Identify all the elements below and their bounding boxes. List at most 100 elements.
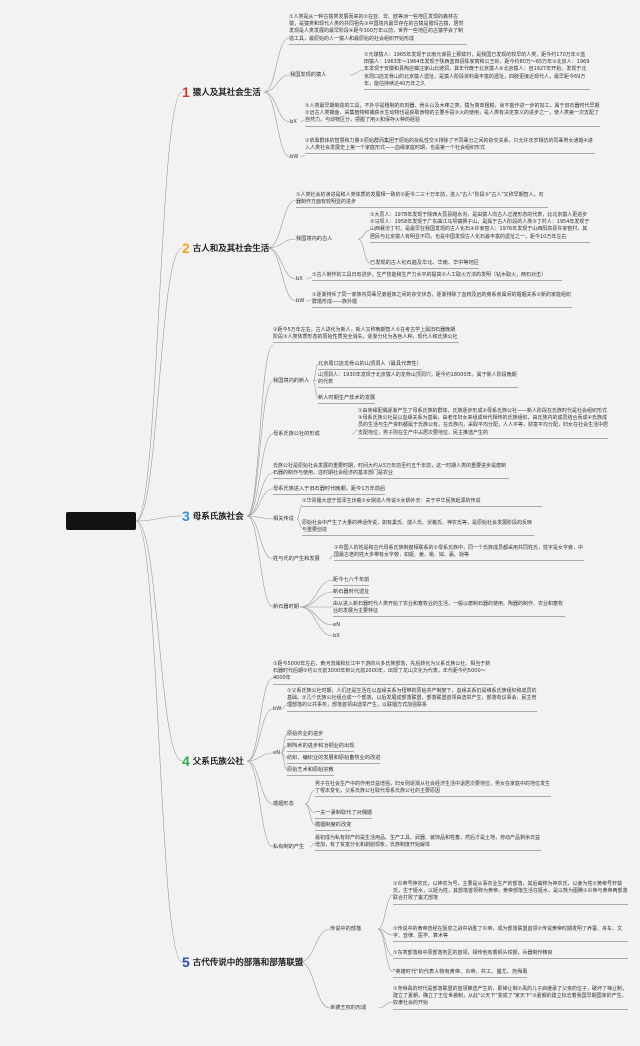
section-3-branch-6 — [246, 515, 274, 520]
section-5-number: 5 — [182, 954, 190, 970]
root-branch-2 — [135, 247, 183, 522]
section-3-node[interactable]: 3 母系氏族社会 — [182, 508, 244, 524]
section-3-new-item-3: 新人时期生产技术的发展 — [318, 395, 376, 404]
root-branch-4 — [135, 520, 183, 762]
section-4-en-item-3: 纺织、编织业的发展和原始畜牧业的改进 — [287, 755, 381, 764]
section-4-number: 4 — [182, 753, 190, 769]
section-2-bx-text: ①古人制作的工具日有进步，生产技能和生产力水平的提高②人工取火方法的发明（钻木取… — [312, 272, 562, 282]
section-3-form-label: 母系氏族公社的形成 — [273, 431, 320, 437]
section-1-bw-text: ①依靠群体的智慧和力量②原始群而集团于原始的杂乱性交③排除了不同辈分之间的杂交关… — [305, 138, 595, 155]
sub-branch-14-1 — [304, 789, 316, 805]
section-2-title: 古人和及其社会生活 — [192, 244, 270, 254]
sub-branch-14-3 — [304, 803, 316, 826]
section-2-bw-label: bW — [296, 298, 305, 304]
section-4-en-item-1: 原始农业的进步 — [287, 731, 324, 740]
section-3-new-label: 我国境内的新人 — [273, 378, 310, 384]
mind-map-root[interactable] — [66, 512, 136, 530]
section-4-private-text: 最初成为私有财产的是生活用品、生产工具、武器、装饰品和牲畜，然后才是土地，劳动产… — [315, 835, 541, 852]
section-4-en-item-2: 制陶术的进步和冶铜业的出现 — [287, 743, 355, 752]
sub-branch-11-4 — [299, 606, 334, 626]
root-branch-3 — [135, 515, 183, 522]
root-branch-1 — [135, 91, 183, 522]
section-2-found-label: 我国境内的古人 — [296, 236, 333, 242]
section-1-number: 1 — [182, 84, 190, 100]
section-3-branch-5 — [246, 488, 274, 517]
section-5-title: 古代传说中的部落和部落联盟 — [192, 958, 304, 968]
section-1-bw-label: bW — [290, 154, 299, 160]
section-4-branch-3 — [246, 752, 274, 762]
section-2-intro: ①人类社会的演进是和人类体质的发展相一致的②距今二三十万年前，进入"古人"阶段③… — [296, 192, 548, 209]
section-5-legend-item-4: "英雄时代"的代表人物有黄帝、炎帝、共工、蚩尤、尧舜禹 — [393, 969, 528, 978]
section-2-found-text2: 已发现的古人化石遍及华北、华南、华中等地区 — [370, 260, 479, 269]
sub-branch-16-2 — [377, 928, 394, 936]
root-branch-5 — [135, 520, 183, 963]
section-5-legend-item-1: ①炎帝号神农氏，以神农为号，主要是从事农业生产的部落，其后裔称为神农氏，以姜为姓… — [393, 881, 628, 905]
section-5-ab-label: 世袭王权的形成 — [330, 1005, 367, 1011]
section-4-private-label: 私有制的产生 — [273, 844, 305, 850]
section-4-marriage-item-3: 婚姻制度的改变 — [315, 822, 352, 831]
section-3-neo-item-2: 新石器时代遗址 — [333, 589, 370, 598]
section-4-node[interactable]: 4 父系氏族公社 — [182, 753, 244, 769]
section-3-legend-label: 相关传说 — [273, 516, 294, 522]
section-1-found-label: 我国发现的猿人 — [290, 72, 327, 78]
section-2-bx-label: bX — [296, 276, 303, 282]
section-5-legend-item-3: ①东夷部落和中原部落地区的首领，相传他有着铜头铁额，兵器制作精良 — [393, 950, 628, 960]
section-1-branch-2 — [263, 74, 291, 93]
section-3-neo-item-3: 由从进入新石器时代人类开始了农业和畜牧业的生活，一般以磨制石器的使用、陶器的制作… — [333, 601, 565, 618]
sub-branch-4-2 — [357, 238, 371, 264]
section-3-branch-7 — [246, 515, 274, 560]
section-3-era2: 母系氏族进入于旧石器时代晚期，距今1万年前后 — [273, 486, 386, 495]
section-1-branch-4 — [263, 91, 291, 158]
sub-branch-11-1 — [299, 579, 334, 608]
sub-branch-16-4 — [377, 928, 394, 973]
sub-branch-16-3 — [377, 928, 394, 957]
section-3-title: 母系氏族社会 — [192, 512, 244, 522]
sub-branch-1-1 — [349, 69, 365, 76]
section-4-title: 父系氏族公社 — [192, 757, 244, 767]
section-3-dev-text: ①中国人的姓是和古代母系氏族制度相联系的②母系氏族中，同一个氏族成员都采用共同姓… — [334, 545, 584, 562]
section-5-legend-label: 传说中的部落 — [330, 926, 362, 932]
section-3-number: 3 — [182, 508, 190, 524]
section-2-branch-1 — [267, 199, 297, 249]
section-4-en-label: eN — [273, 750, 281, 756]
section-2-branch-4 — [267, 247, 297, 302]
section-2-found-text: ①大荔人：1978年发现于陕西大荔县甜水沟，是由猿人向古人过渡形态的代表，比北京… — [370, 212, 590, 243]
section-4-branch-4 — [246, 760, 274, 805]
section-3-legend-item-1: ①华胥履大迹于雷泽生伏羲②女娲造人传说③女娲补天：关于中华民族起源的传说 — [302, 498, 542, 508]
section-5-branch-2 — [299, 961, 331, 1009]
section-4-marriage-label: 婚姻形态 — [273, 801, 294, 807]
section-3-branch-1 — [246, 344, 274, 517]
section-1-intro: ①人类是从一种古猿类发展而来的②在亚、非、欧等洲一些地区发现的森林古猿，是猿类和… — [289, 14, 467, 45]
section-3-new-item-1: 北京周口店龙骨山的山顶洞人（最具代表性） — [318, 361, 422, 370]
section-4-branch-2 — [246, 708, 274, 762]
section-3-neo-item-4: eN — [333, 622, 341, 628]
section-3-intro: ①距今5万年左右，古人进化为新人，新人又称晚期智人②在考古学上属旧石器晚期阶段③… — [273, 327, 459, 344]
section-1-bx-label: bX — [290, 119, 297, 125]
section-4-intro: ①距今5000年左右，黄河流域和长江中下游的众多氏族部落，先后转化为父系氏族公社… — [273, 661, 493, 685]
section-2-number: 2 — [182, 240, 190, 256]
section-3-branch-8 — [246, 515, 274, 608]
section-1-branch-3 — [263, 91, 291, 123]
sub-branch-3-1 — [299, 154, 306, 158]
sub-branch-16-1 — [377, 894, 394, 930]
section-3-branch-2 — [246, 380, 274, 517]
section-5-ab-text: ①尧舜禹的时代是部落联盟的首领推选产生的，即禅让制②禹的儿子启继承了父亲的位子，… — [393, 986, 628, 1010]
section-3-dev-label: 姓与氏的产生和发展 — [273, 556, 320, 562]
sub-branch-11-2 — [299, 591, 334, 608]
section-1-branch-1 — [263, 37, 290, 93]
section-1-title: 猿人及其社会生活 — [192, 88, 261, 98]
section-3-neo-item-1: 距今七八千年前 — [333, 577, 370, 586]
section-4-branch-1 — [246, 677, 274, 762]
section-3-branch-4 — [246, 472, 274, 517]
section-4-bw-label: bW — [273, 706, 282, 712]
section-1-node[interactable]: 1 猿人及其社会生活 — [182, 84, 261, 100]
section-2-bw-text: ①逐渐排斥了同一家族内同辈兄弟姐妹之间的杂交状态，逐渐排除了血统及远的旁系亲属间… — [312, 292, 572, 309]
section-5-legend-item-2: ①传说中的黄帝曾经在阪泉之战中战胜了炎帝，成为部落联盟首领②传说黄帝时期发明了养… — [393, 926, 628, 943]
section-2-node[interactable]: 2 古人和及其社会生活 — [182, 240, 269, 256]
section-5-branch-1 — [299, 928, 331, 963]
sub-branch-11-5 — [299, 606, 334, 637]
section-5-node[interactable]: 5 古代传说中的部落和部落联盟 — [182, 954, 303, 970]
section-2-branch-3 — [267, 247, 297, 280]
section-1-bx-text: ①人类最早期制造的工具，不外乎是粗制的石刻器、骨头以及木棒之类，猿为简单粗糙，尚… — [305, 103, 600, 127]
